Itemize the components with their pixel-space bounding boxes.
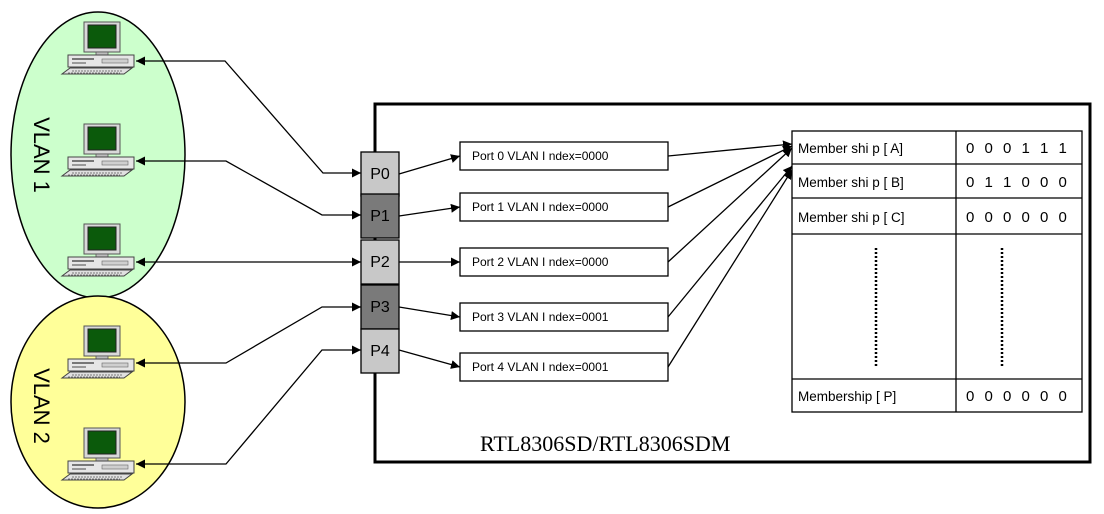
- port-3-box: [360, 284, 400, 330]
- vlan-index-label-1: Port 1 VLAN I ndex=0000: [472, 200, 609, 214]
- port-3-label: P3: [370, 299, 390, 316]
- index2-to-membership-arrow: [667, 147, 793, 263]
- membership-value-1: 0 1 1 0 0 0: [966, 174, 1070, 191]
- port4-to-index-arrow: [398, 349, 461, 369]
- port-2-box: [360, 239, 400, 285]
- vlan-index-label-2: Port 2 VLAN I ndex=0000: [472, 255, 609, 269]
- index4-to-membership-arrow: [667, 169, 793, 368]
- index1-to-membership-arrow: [667, 145, 793, 208]
- port-2-label: P2: [370, 254, 390, 271]
- membership-label-1: Member shi p [ B]: [798, 175, 904, 190]
- port3-to-index-arrow: [398, 306, 461, 320]
- membership-value-2: 0 0 0 0 0 0: [966, 209, 1070, 226]
- membership-label-2: Member shi p [ C]: [798, 210, 905, 225]
- vlan-index-box-2: [459, 247, 669, 277]
- port-0-box: [360, 151, 400, 197]
- vlan-index-box-0: [459, 141, 669, 171]
- membership-label-0: Member shi p [ A]: [798, 141, 903, 156]
- membership-table: [791, 130, 1083, 413]
- vlan1-label: VLAN 1: [29, 117, 54, 193]
- index0-to-membership-arrow: [667, 140, 793, 157]
- pc1-link: [136, 156, 361, 220]
- vlan-index-label-3: Port 3 VLAN I ndex=0001: [472, 310, 609, 324]
- pc4-link: [136, 345, 361, 469]
- port0-to-index-arrow: [398, 154, 461, 175]
- vlan-index-label-0: Port 0 VLAN I ndex=0000: [472, 149, 609, 163]
- membership-value-0: 0 0 0 1 1 1: [966, 140, 1070, 157]
- port1-to-index-arrow: [398, 203, 461, 217]
- port-1-label: P1: [370, 208, 390, 225]
- port-4-box: [360, 328, 400, 374]
- vlan-index-label-4: Port 4 VLAN I ndex=0001: [472, 360, 609, 374]
- index3-to-membership-arrow: [667, 165, 793, 318]
- port-0-label: P0: [370, 166, 390, 183]
- vlan2-label: VLAN 2: [29, 368, 54, 444]
- chip-label: RTL8306SD/RTL8306SDM: [480, 431, 730, 456]
- membership-label-3: Membership [ P]: [798, 389, 896, 404]
- membership-value-3: 0 0 0 0 0 0: [966, 388, 1070, 405]
- port-4-label: P4: [370, 343, 390, 360]
